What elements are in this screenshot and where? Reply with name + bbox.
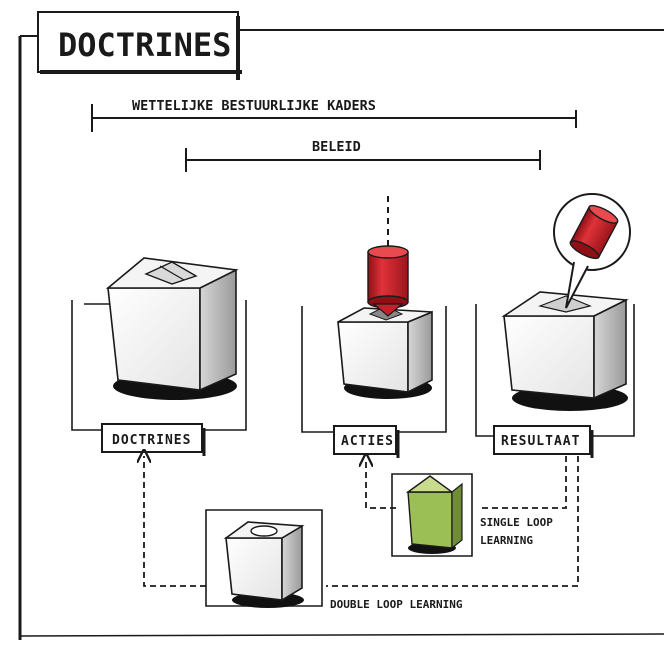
title-box: DOCTRINES <box>37 11 242 80</box>
doctrines-stage-label: DOCTRINES <box>101 423 206 456</box>
outer-frame <box>18 29 664 640</box>
red-cylinder-icon <box>367 245 409 317</box>
result-bubble <box>553 193 631 309</box>
policy-label: BELEID <box>312 139 361 155</box>
actions-stage-label: ACTIES <box>333 425 400 458</box>
double-loop-label: DOUBLE LOOP LEARNING <box>330 598 463 611</box>
actions-cube <box>337 196 433 399</box>
single-loop-arrow <box>366 456 567 509</box>
single-loop-block <box>405 475 463 554</box>
single-loop-label-1: SINGLE LOOP <box>480 516 553 529</box>
result-stage-label: RESULTAAT <box>493 425 594 458</box>
result-cube <box>501 291 629 411</box>
policy-range <box>185 148 541 172</box>
legal-frameworks-label: WETTELIJKE BESTUURLIJKE KADERS <box>132 98 376 114</box>
result-label-text: RESULTAAT <box>501 434 580 449</box>
doctrines-cube <box>105 257 239 400</box>
double-loop-cube <box>223 521 305 608</box>
page-title: DOCTRINES <box>58 26 231 64</box>
double-loop-arrow <box>144 456 579 587</box>
legal-frameworks-range <box>91 104 577 132</box>
doctrines-label-text: DOCTRINES <box>112 433 191 448</box>
actions-label-text: ACTIES <box>341 434 394 449</box>
single-loop-label-2: LEARNING <box>480 534 533 547</box>
